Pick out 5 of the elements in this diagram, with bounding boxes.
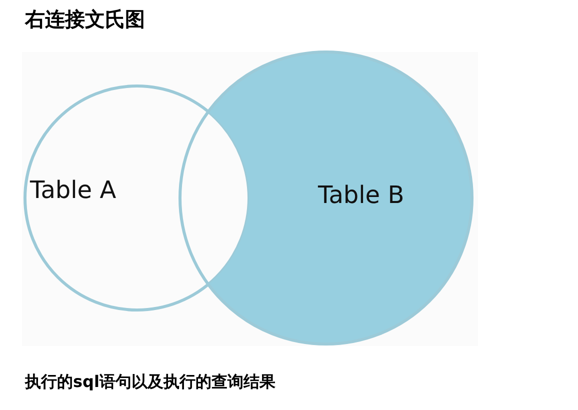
venn-circle	[178, 50, 474, 346]
circle-label: Table B	[318, 181, 404, 209]
circle-label: Table A	[30, 176, 116, 204]
title: 右连接文氏图	[25, 6, 145, 33]
caption: 执行的sql语句以及执行的查询结果	[25, 372, 276, 393]
